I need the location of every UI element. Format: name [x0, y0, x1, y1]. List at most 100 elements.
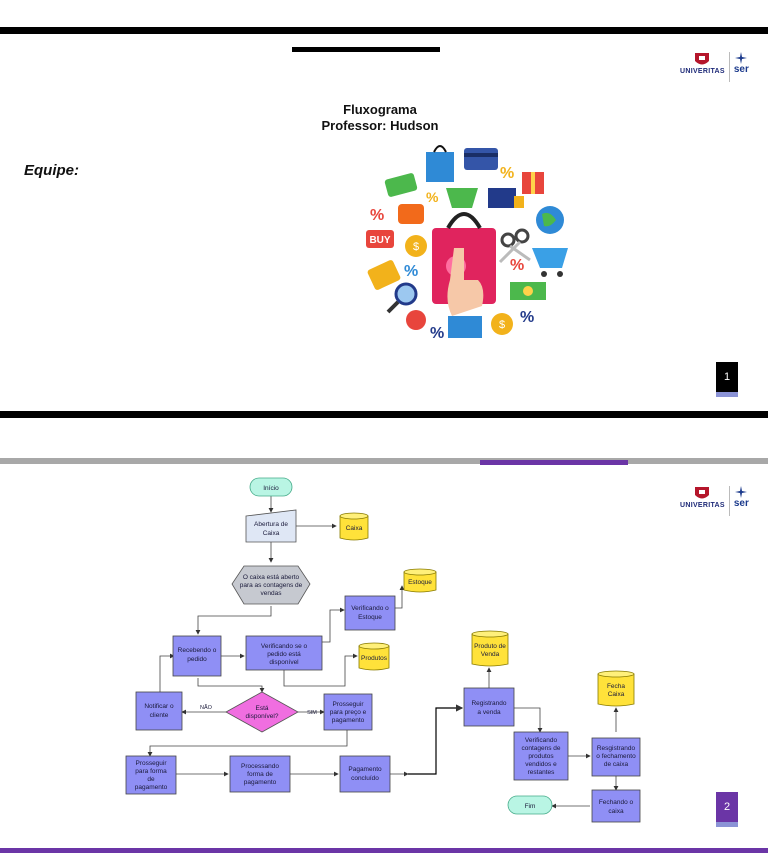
- proceed-method-line-4: pagamento: [135, 784, 168, 791]
- proceed-payment-line-1: Prosseguir: [332, 701, 364, 708]
- shopping-illustration: $ $ BUY % % % % % % %: [366, 145, 568, 342]
- shield-icon: [695, 53, 710, 65]
- register-closing-line-1: Resgistrando: [597, 745, 636, 752]
- availability-decision: Está disponível?: [225, 691, 299, 733]
- sale-product-line-2: Venda: [481, 651, 500, 658]
- yes-label: SIM: [307, 710, 317, 716]
- page-number-2-text: 2: [723, 801, 731, 813]
- register-closing-line-3: de caixa: [604, 761, 629, 768]
- start-label: Início: [263, 485, 279, 492]
- check-counts-step: Verificando contagens de produtos vendid…: [513, 731, 569, 781]
- closing-register-step: Fechando o caixa: [591, 789, 641, 823]
- logo-name: UNIVERITAS: [680, 68, 725, 75]
- check-counts-line-1: Verificando: [525, 737, 558, 744]
- coin-icon-2: [491, 313, 513, 335]
- products-database: Produtos: [358, 642, 390, 671]
- bottom-black-bar: [0, 411, 768, 418]
- stock-database: Estoque: [403, 568, 437, 593]
- payment-done-line-2: concluído: [351, 775, 379, 782]
- payment-done-line-1: Pagamento: [348, 766, 382, 773]
- flowchart: Início Abertura de Caixa Caixa O caixa e…: [125, 477, 641, 823]
- logo-sub-2: ser: [733, 498, 749, 509]
- check-counts-line-5: restantes: [528, 769, 555, 776]
- products-db-label: Produtos: [361, 655, 388, 662]
- percent-icon-6: %: [430, 325, 444, 342]
- open-register-step: Abertura de Caixa: [245, 509, 297, 543]
- check-counts-line-2: contagens de: [521, 745, 560, 752]
- open-register-line-2: Caixa: [263, 530, 280, 537]
- notify-customer-step: Notificar o cliente: [135, 691, 183, 731]
- logo-separator-2: [728, 486, 730, 516]
- percent-icon-7: %: [520, 309, 534, 326]
- discount-tag-icon: [384, 173, 418, 197]
- logo-name-2: UNIVERITAS: [680, 502, 725, 509]
- processing-line-3: pagamento: [244, 779, 277, 786]
- percent-icon-5: %: [510, 257, 524, 274]
- check-stock-line-1: Verificando o: [351, 605, 389, 612]
- check-order-line-2: pedido está: [267, 651, 301, 658]
- sale-product-database: Produto de Venda: [471, 630, 509, 667]
- close-register-line-2: Caixa: [608, 691, 625, 698]
- percent-icon-4: %: [404, 263, 418, 280]
- credit-card-icon: [464, 148, 498, 170]
- payment-done-step: Pagamento concluído: [339, 755, 391, 793]
- proceed-method-line-1: Prosseguir: [135, 760, 167, 767]
- slide-2: UNIVERITAS ser: [0, 456, 768, 866]
- title-underline-bar: [292, 47, 440, 52]
- page-number-1: 1: [716, 362, 738, 397]
- start-terminal: Início: [249, 477, 293, 497]
- magnifier-icon: [386, 282, 418, 314]
- discount-badge-icon: [406, 310, 426, 330]
- title-line-2: Professor: Hudson: [321, 118, 439, 133]
- receive-order-step: Recebendo o pedido: [172, 635, 222, 677]
- register-sale-line-2: a venda: [477, 709, 501, 716]
- receive-order-line-2: pedido: [187, 656, 207, 663]
- proceed-method-line-3: de: [147, 776, 155, 783]
- page-number-1-underline: [716, 392, 738, 397]
- page-number-2: 2: [716, 792, 738, 827]
- register-db-label: Caixa: [346, 525, 363, 532]
- slide-title: Fluxograma Professor: Hudson: [280, 102, 480, 134]
- bottom-purple-bar: [0, 848, 768, 853]
- hexagon-line-2: para as contagens de: [240, 582, 303, 589]
- top-purple-accent: [480, 460, 628, 465]
- notify-line-1: Notificar o: [144, 703, 174, 710]
- close-register-database: Fecha Caixa: [597, 670, 635, 707]
- sale-product-line-1: Produto de: [474, 643, 506, 650]
- proceed-method-step: Prosseguir para forma de pagamento: [125, 755, 177, 795]
- register-open-hexagon: O caixa está aberto para as contagens de…: [231, 565, 311, 605]
- bag-icon: [426, 152, 454, 182]
- close-register-line-1: Fecha: [607, 683, 625, 690]
- register-sale-line-1: Registrando: [471, 700, 506, 707]
- notify-line-2: cliente: [150, 712, 169, 719]
- decision-line-1: Está: [255, 705, 268, 712]
- chat-bubble-icon: [398, 204, 424, 224]
- hexagon-line-1: O caixa está aberto: [243, 574, 300, 581]
- register-closing-step: Resgistrando o fechamento de caixa: [591, 737, 641, 777]
- check-stock-step: Verificando o Estoque: [344, 595, 396, 631]
- logo-sub: ser: [733, 64, 749, 75]
- check-counts-line-3: produtos: [528, 753, 554, 760]
- basket-icon: [446, 188, 478, 208]
- percent-icon-1: %: [500, 165, 514, 182]
- no-label: NÃO: [200, 704, 213, 711]
- truck-icon: [488, 188, 516, 208]
- register-sale-step: Registrando a venda: [463, 687, 515, 727]
- receive-order-line-1: Recebendo o: [178, 647, 217, 654]
- closing-register-line-1: Fechando o: [599, 799, 634, 806]
- processing-payment-step: Processando forma de pagamento: [229, 755, 291, 793]
- check-order-step: Verificando se o pedido está disponível: [245, 635, 323, 671]
- cart-icon: [532, 248, 568, 268]
- closing-register-line-2: caixa: [608, 808, 624, 815]
- page-number-2-underline: [716, 822, 738, 827]
- proceed-method-line-2: para forma: [135, 768, 167, 775]
- coin-symbol: $: [413, 241, 419, 253]
- check-order-line-3: disponível: [269, 659, 299, 666]
- buy-tag-icon: [366, 230, 394, 248]
- discount-tag-icon-2: [367, 260, 401, 290]
- university-logo-2: UNIVERITAS ser: [680, 486, 749, 516]
- check-stock-line-2: Estoque: [358, 614, 382, 621]
- coin-icon: [405, 235, 427, 257]
- shield-icon-2: [695, 487, 710, 499]
- star-icon-2: [735, 486, 748, 498]
